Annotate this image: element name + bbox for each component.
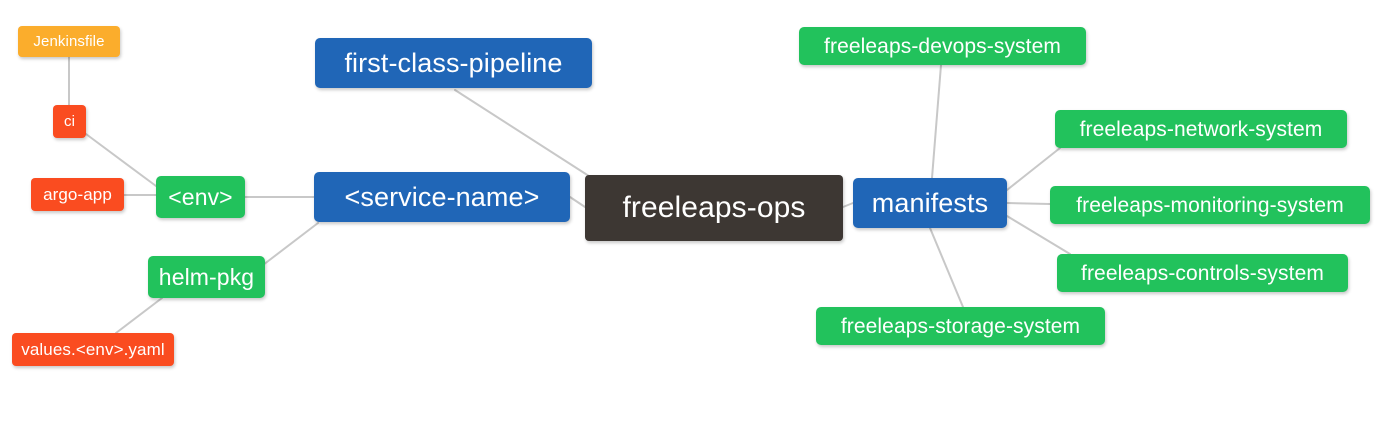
mindmap-node-freeleaps-controls-system[interactable]: freeleaps-controls-system bbox=[1057, 254, 1348, 292]
mindmap-node-freeleaps-monitoring-system[interactable]: freeleaps-monitoring-system bbox=[1050, 186, 1370, 224]
mindmap-node-first-class-pipeline[interactable]: first-class-pipeline bbox=[315, 38, 592, 88]
edge-manifests-to-freeleaps-monitoring-system bbox=[1006, 202, 1051, 205]
mindmap-node-helm-pkg[interactable]: helm-pkg bbox=[148, 256, 265, 298]
mindmap-node-ci[interactable]: ci bbox=[53, 105, 86, 138]
edge-freeleaps-ops-to-manifests bbox=[842, 202, 854, 208]
mindmap-node-freeleaps-ops[interactable]: freeleaps-ops bbox=[585, 175, 843, 241]
mindmap-node-service-name[interactable]: <service-name> bbox=[314, 172, 570, 222]
mindmap-node-freeleaps-storage-system[interactable]: freeleaps-storage-system bbox=[816, 307, 1105, 345]
edge-manifests-to-freeleaps-devops-system bbox=[931, 64, 942, 179]
edge-freeleaps-ops-to-first-class-pipeline bbox=[454, 89, 593, 179]
mindmap-node-freeleaps-network-system[interactable]: freeleaps-network-system bbox=[1055, 110, 1347, 148]
edge-service-name-to-helm-pkg bbox=[262, 222, 319, 266]
mindmap-node-manifests[interactable]: manifests bbox=[853, 178, 1007, 228]
mindmap-node-env[interactable]: <env> bbox=[156, 176, 245, 218]
mindmap-node-values-env-yaml[interactable]: values.<env>.yaml bbox=[12, 333, 174, 366]
mindmap-node-argo-app[interactable]: argo-app bbox=[31, 178, 124, 211]
edge-manifests-to-freeleaps-network-system bbox=[1006, 147, 1061, 191]
edge-helm-pkg-to-values-env-yaml bbox=[115, 297, 163, 334]
edge-manifests-to-freeleaps-storage-system bbox=[929, 227, 964, 308]
edge-freeleaps-ops-to-service-name bbox=[569, 196, 586, 208]
mindmap-node-jenkinsfile[interactable]: Jenkinsfile bbox=[18, 26, 120, 57]
mindmap-node-freeleaps-devops-system[interactable]: freeleaps-devops-system bbox=[799, 27, 1086, 65]
